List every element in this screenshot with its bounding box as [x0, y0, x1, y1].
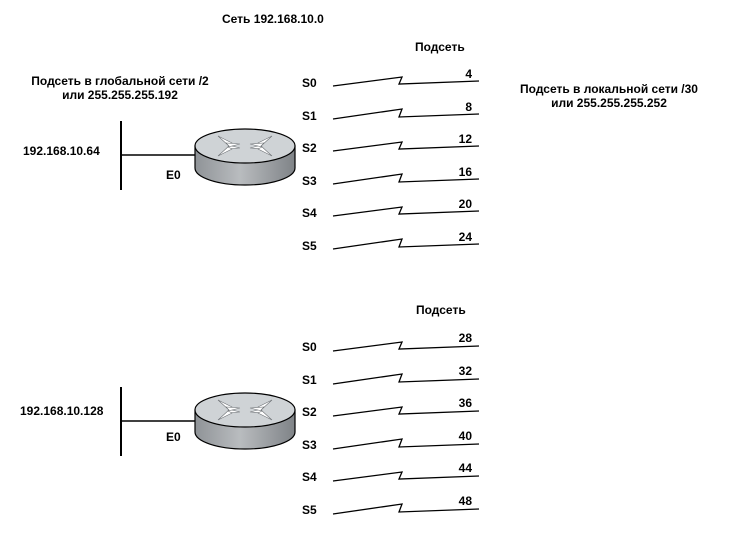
serial-port-label: S5 [302, 503, 317, 517]
serial-link [332, 341, 480, 352]
subnet-number: 12 [458, 132, 472, 146]
subnet-number: 44 [458, 461, 472, 475]
serial-link [332, 438, 480, 450]
lan-subnet-note-line2: или 255.255.255.252 [551, 96, 667, 110]
serial-port-label: S1 [302, 109, 317, 123]
serial-link [332, 141, 480, 152]
serial-links-2 [332, 341, 480, 515]
serial-link [332, 206, 480, 217]
serial-link [332, 108, 480, 120]
subnet-number: 24 [458, 230, 472, 244]
subnet-number: 16 [458, 165, 472, 179]
lan-address-1: 192.168.10.64 [23, 144, 100, 158]
lan-subnet-note-line1: Подсеть в локальной сети /30 [520, 82, 698, 96]
ethernet-port-label-1: E0 [166, 168, 181, 182]
lan-address-2: 192.168.10.128 [20, 404, 104, 418]
lan-subnet-note: Подсеть в локальной сети /30 или 255.255… [500, 82, 718, 110]
serial-port-label: S5 [302, 239, 317, 253]
router-1 [120, 76, 480, 250]
serial-link [332, 76, 480, 87]
wan-subnet-note-line2: или 255.255.255.192 [62, 88, 178, 102]
subnet-header-1: Подсеть [415, 40, 465, 54]
serial-port-label: S2 [302, 405, 317, 419]
serial-link [332, 406, 480, 417]
subnet-number: 40 [458, 429, 472, 443]
wan-subnet-note: Подсеть в глобальной сети /2 или 255.255… [10, 74, 230, 102]
wan-subnet-note-line1: Подсеть в глобальной сети /2 [31, 74, 209, 88]
subnet-number: 4 [465, 67, 472, 81]
serial-link [332, 373, 480, 385]
subnet-header-2: Подсеть [416, 303, 466, 317]
serial-link [332, 173, 480, 185]
subnet-number: 28 [458, 331, 472, 345]
ethernet-port-label-2: E0 [166, 430, 181, 444]
router-icon [194, 392, 296, 450]
subnet-number: 8 [465, 100, 472, 114]
serial-link [332, 238, 480, 250]
serial-link [332, 503, 480, 515]
serial-port-label: S0 [302, 340, 317, 354]
serial-link [332, 471, 480, 482]
serial-port-label: S4 [302, 470, 317, 484]
router-2 [120, 341, 480, 515]
serial-port-label: S1 [302, 373, 317, 387]
subnet-number: 20 [458, 197, 472, 211]
serial-port-label: S0 [302, 76, 317, 90]
serial-port-label: S4 [302, 206, 317, 220]
network-title: Сеть 192.168.10.0 [222, 12, 324, 26]
serial-port-label: S3 [302, 174, 317, 188]
subnet-number: 36 [458, 396, 472, 410]
serial-links-1 [332, 76, 480, 250]
serial-port-label: S2 [302, 141, 317, 155]
subnet-number: 32 [458, 364, 472, 378]
router-icon [194, 128, 296, 186]
serial-port-label: S3 [302, 438, 317, 452]
subnet-number: 48 [458, 494, 472, 508]
